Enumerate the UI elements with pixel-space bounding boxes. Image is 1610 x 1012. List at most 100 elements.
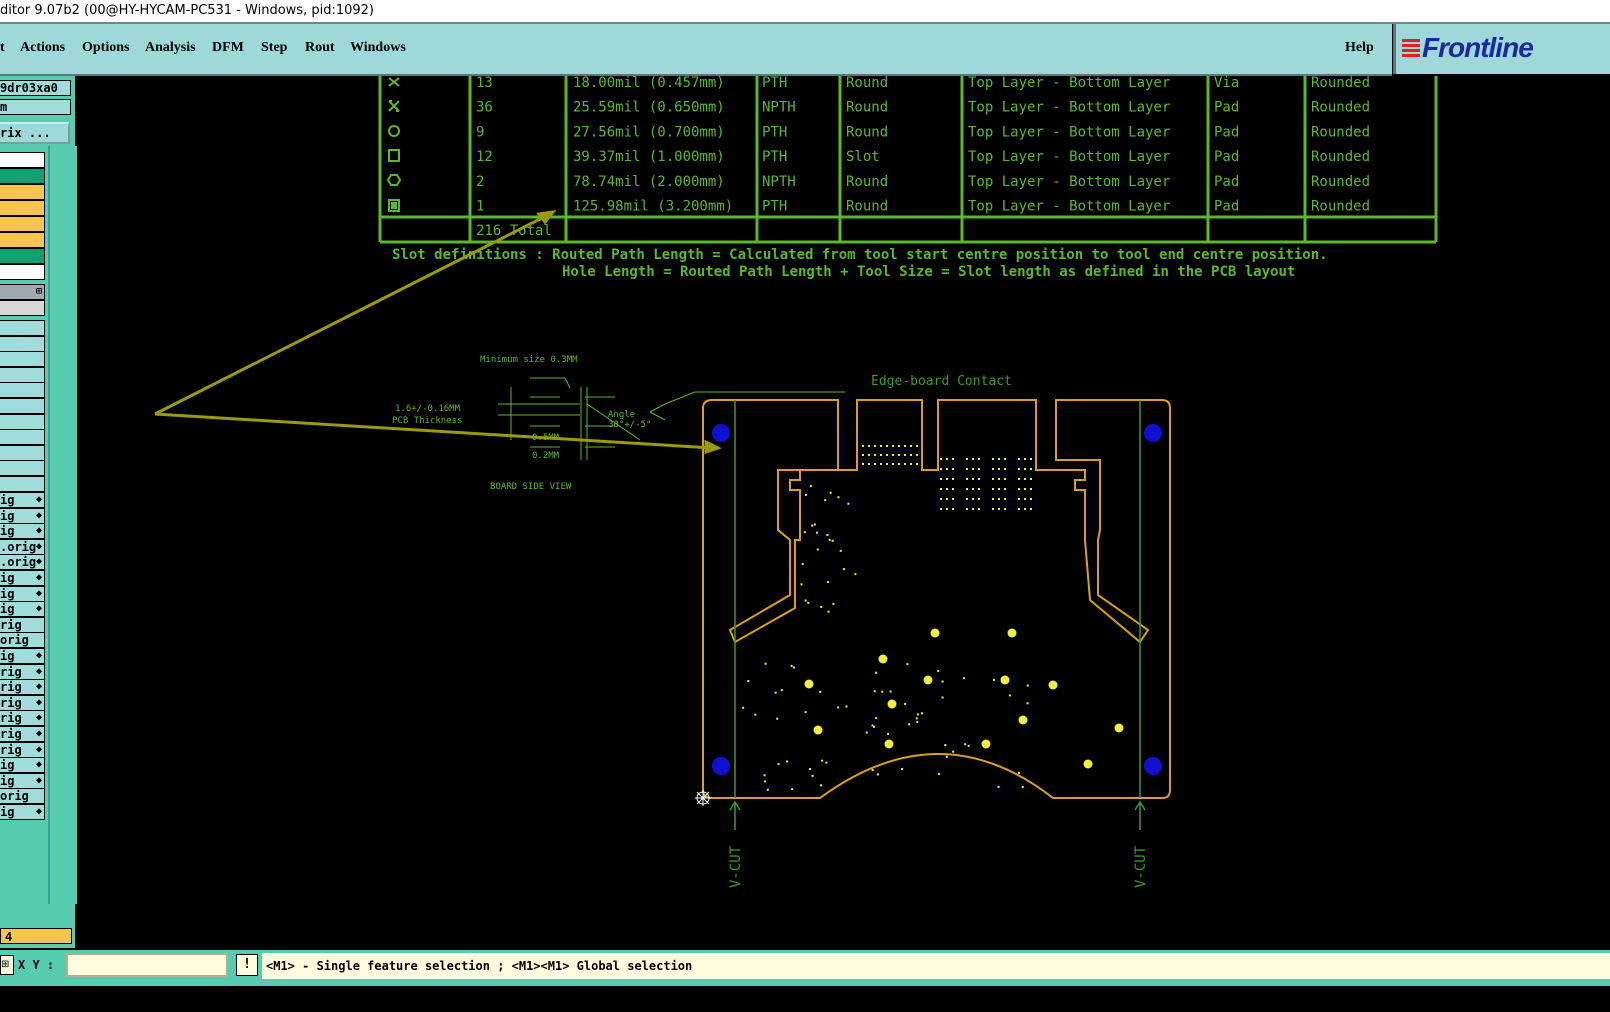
layer-affected-icon[interactable]: ◆ xyxy=(35,681,42,693)
layer-row[interactable]: ig◆ xyxy=(0,601,45,618)
layer-row[interactable]: rig◆ xyxy=(0,710,45,727)
layer-affected-icon[interactable]: ◆ xyxy=(35,650,42,661)
pad[interactable] xyxy=(804,679,814,689)
layer-color-block[interactable] xyxy=(0,168,45,184)
layer-row[interactable]: ig◆ xyxy=(0,648,45,664)
layer-row[interactable]: rig◆ xyxy=(0,726,45,742)
grid-toggle-icon[interactable]: ⊞ xyxy=(0,955,14,975)
layer-row[interactable]: ig◆ xyxy=(0,570,45,586)
layer-color-block[interactable] xyxy=(0,264,45,280)
layer-affected-icon[interactable]: ◆ xyxy=(35,712,42,724)
layer-affected-icon[interactable]: ◆ xyxy=(35,696,42,708)
layer-affected-icon[interactable]: ◆ xyxy=(35,759,42,771)
layer-affected-icon[interactable]: ◆ xyxy=(35,494,42,505)
expand-icon[interactable]: ⊞ xyxy=(35,286,42,297)
layer-affected-icon[interactable]: ◆ xyxy=(35,743,42,755)
layer-row[interactable]: ig◆ xyxy=(0,507,45,524)
layer-row-empty[interactable] xyxy=(0,366,45,383)
mounting-hole[interactable] xyxy=(712,757,730,775)
layer-row[interactable]: ig◆ xyxy=(0,757,45,774)
pad[interactable] xyxy=(923,675,933,685)
menu-help[interactable]: Help xyxy=(1345,40,1374,55)
layer-row[interactable]: .orig◆ xyxy=(0,538,45,555)
menu-windows[interactable]: Windows xyxy=(350,40,406,55)
contact-pad xyxy=(880,445,882,447)
pad[interactable] xyxy=(887,699,897,709)
layer-color-block[interactable]: ⊞ xyxy=(0,284,45,300)
menu-rout[interactable]: Rout xyxy=(305,40,335,55)
pad[interactable] xyxy=(981,739,991,749)
warning-button[interactable]: ! xyxy=(236,954,258,976)
layer-affected-icon[interactable]: ◆ xyxy=(35,665,42,677)
layer-row-empty[interactable] xyxy=(0,476,45,492)
layer-row-empty[interactable] xyxy=(0,413,45,430)
pcb-board[interactable] xyxy=(702,399,1171,799)
layer-row[interactable]: rig◆ xyxy=(0,679,45,696)
layer-color-block[interactable] xyxy=(0,184,45,200)
layer-row-empty[interactable] xyxy=(0,351,45,368)
layer-row[interactable]: .orig◆ xyxy=(0,554,45,571)
xy-input[interactable] xyxy=(66,953,228,977)
pad[interactable] xyxy=(1114,723,1124,733)
layer-row-empty[interactable] xyxy=(0,335,45,352)
layer-row[interactable]: ig◆ xyxy=(0,523,45,540)
layer-color-block[interactable] xyxy=(0,248,45,264)
pad[interactable] xyxy=(1083,759,1093,769)
menu-options[interactable]: Options xyxy=(82,40,130,55)
layer-row-empty[interactable] xyxy=(0,444,45,461)
layer-row[interactable]: ig◆ xyxy=(0,492,45,508)
layer-row[interactable]: rig◆ xyxy=(0,741,45,758)
layer-row[interactable]: rig◆ xyxy=(0,694,45,711)
layer-row[interactable]: ig◆ xyxy=(0,585,45,602)
layer-row-empty[interactable] xyxy=(0,429,45,446)
layer-affected-icon[interactable]: ◆ xyxy=(35,728,42,739)
layer-color-block[interactable] xyxy=(0,216,45,232)
mounting-hole[interactable] xyxy=(712,424,730,442)
layer-row-empty[interactable] xyxy=(0,460,45,477)
layer-affected-icon[interactable]: ◆ xyxy=(35,587,42,599)
layer-row[interactable]: orig xyxy=(0,632,45,649)
menu-edit[interactable]: t xyxy=(0,40,5,55)
layer-affected-icon[interactable]: ◆ xyxy=(35,525,42,537)
pad[interactable] xyxy=(930,628,940,638)
sidebar-scroll-column[interactable] xyxy=(48,146,77,904)
drill-hit xyxy=(824,499,827,502)
menu-step[interactable]: Step xyxy=(261,40,288,55)
mounting-hole[interactable] xyxy=(1144,424,1162,442)
layer-row-empty[interactable] xyxy=(0,398,45,414)
step-name-field[interactable]: m xyxy=(0,99,71,115)
layer-color-block[interactable] xyxy=(0,152,45,168)
pad[interactable] xyxy=(1048,680,1058,690)
layer-affected-icon[interactable]: ◆ xyxy=(35,806,42,817)
layer-row[interactable]: ig◆ xyxy=(0,772,45,789)
pad[interactable] xyxy=(1018,715,1028,725)
layer-row[interactable]: rig xyxy=(0,616,45,633)
layer-affected-icon[interactable]: ◆ xyxy=(35,509,42,521)
layer-row-empty[interactable] xyxy=(0,382,45,399)
job-name-field[interactable]: 9dr03xa0 xyxy=(0,80,71,96)
layer-row[interactable]: orig xyxy=(0,788,45,805)
layer-color-block[interactable] xyxy=(0,232,45,248)
matrix-button[interactable]: rix ... xyxy=(0,122,70,144)
pad[interactable] xyxy=(878,654,888,664)
layer-affected-icon[interactable]: ◆ xyxy=(35,556,42,568)
pad[interactable] xyxy=(1007,628,1017,638)
layer-color-block[interactable] xyxy=(0,200,45,216)
layer-affected-icon[interactable]: ◆ xyxy=(35,572,42,583)
pad[interactable] xyxy=(1000,675,1010,685)
layer-color-block[interactable] xyxy=(0,300,45,316)
menu-actions[interactable]: Actions xyxy=(20,40,66,55)
pad[interactable] xyxy=(884,739,894,749)
pad[interactable] xyxy=(813,725,823,735)
layer-row[interactable]: ig◆ xyxy=(0,804,45,820)
mounting-hole[interactable] xyxy=(1144,757,1162,775)
layer-affected-icon[interactable]: ◆ xyxy=(35,774,42,786)
menu-analysis[interactable]: Analysis xyxy=(145,40,196,55)
menu-dfm[interactable]: DFM xyxy=(212,40,244,55)
drill-hit xyxy=(826,534,829,537)
layer-row[interactable]: rig◆ xyxy=(0,663,45,680)
layer-affected-icon[interactable]: ◆ xyxy=(35,603,42,615)
layer-row-empty[interactable] xyxy=(0,320,45,336)
layer-affected-icon[interactable]: ◆ xyxy=(35,540,42,552)
